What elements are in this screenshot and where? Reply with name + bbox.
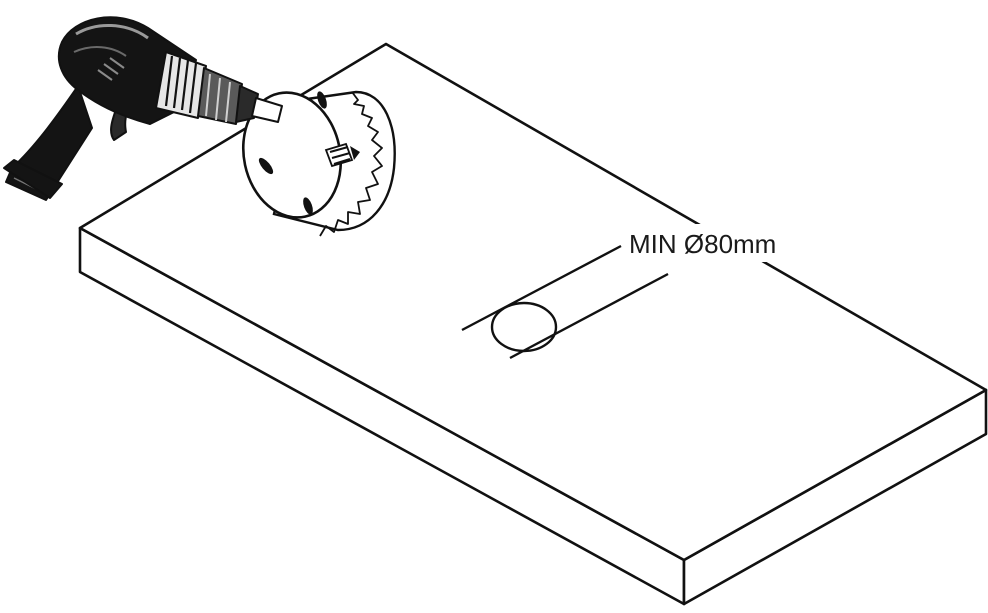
dimension-line-lower — [509, 272, 669, 360]
hole-saw-icon — [241, 90, 396, 237]
dimension-line-upper — [461, 244, 622, 332]
drill-icon — [3, 16, 283, 201]
hole-dimension — [461, 244, 669, 360]
hole-size-label: MIN Ø80mm — [629, 229, 776, 259]
